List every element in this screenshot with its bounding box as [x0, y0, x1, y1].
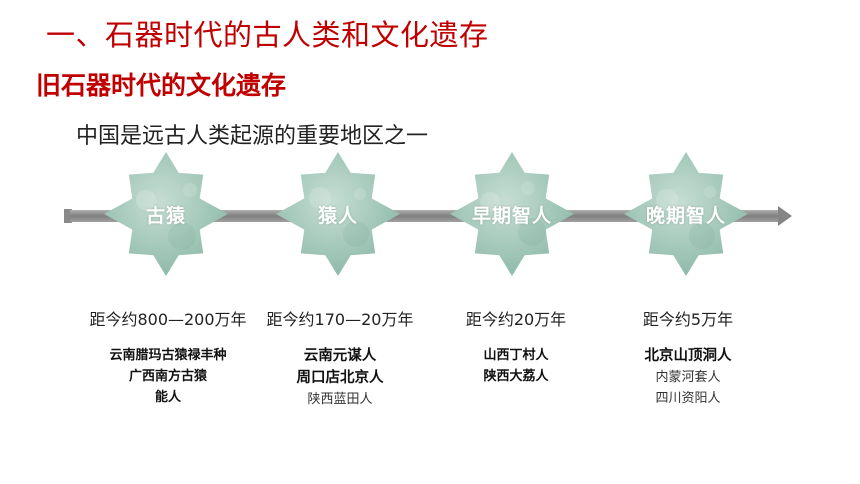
stage-label: 古猿	[145, 204, 186, 227]
star-badge-icon	[276, 152, 400, 276]
site-name: 能人	[154, 390, 181, 405]
site-name: 云南元谋人	[303, 348, 377, 364]
stage-details-ape: 距今约800—200万年 云南腊玛古猿禄丰种 广西南方古猿 能人	[78, 306, 258, 408]
slide-title: 一、石器时代的古人类和文化遗存	[46, 18, 489, 52]
site-name: 山西丁村人	[483, 348, 549, 363]
site-name: 广西南方古猿	[128, 369, 207, 384]
site-name: 周口店北京人	[296, 370, 384, 386]
stage-label: 猿人	[317, 204, 358, 227]
timeline-arrow	[64, 206, 792, 226]
stage-badge-homo-erectus: 猿人	[274, 150, 402, 278]
stage-label: 晚期智人	[645, 204, 726, 227]
site-name: 四川资阳人	[655, 391, 721, 406]
site-name: 内蒙河套人	[655, 370, 721, 385]
site-name: 云南腊玛古猿禄丰种	[109, 348, 227, 363]
site-name: 陕西大荔人	[483, 369, 549, 384]
site-name: 陕西蓝田人	[307, 392, 373, 407]
stage-badge-ape: 古猿	[102, 150, 230, 278]
section-subtitle: 旧石器时代的文化遗存	[36, 71, 287, 100]
stage-details-late-sapiens: 距今约5万年 北京山顶洞人 内蒙河套人 四川资阳人	[598, 306, 778, 409]
lead-text: 中国是远古人类起源的重要地区之一	[76, 124, 429, 149]
star-badge-icon	[624, 152, 748, 276]
era-text: 距今约800—200万年	[89, 310, 247, 329]
star-badge-icon	[104, 152, 228, 276]
stage-details-early-sapiens: 距今约20万年 山西丁村人 陕西大荔人	[426, 306, 606, 387]
stage-badge-early-sapiens: 早期智人	[448, 150, 576, 278]
star-badge-icon	[450, 152, 574, 276]
site-name: 北京山顶洞人	[644, 348, 732, 364]
stage-label: 早期智人	[471, 204, 552, 227]
stage-details-homo-erectus: 距今约170—20万年 云南元谋人 周口店北京人 陕西蓝田人	[250, 306, 430, 410]
era-text: 距今约20万年	[465, 310, 567, 329]
stage-badge-late-sapiens: 晚期智人	[622, 150, 750, 278]
era-text: 距今约5万年	[642, 310, 734, 329]
era-text: 距今约170—20万年	[266, 310, 414, 329]
